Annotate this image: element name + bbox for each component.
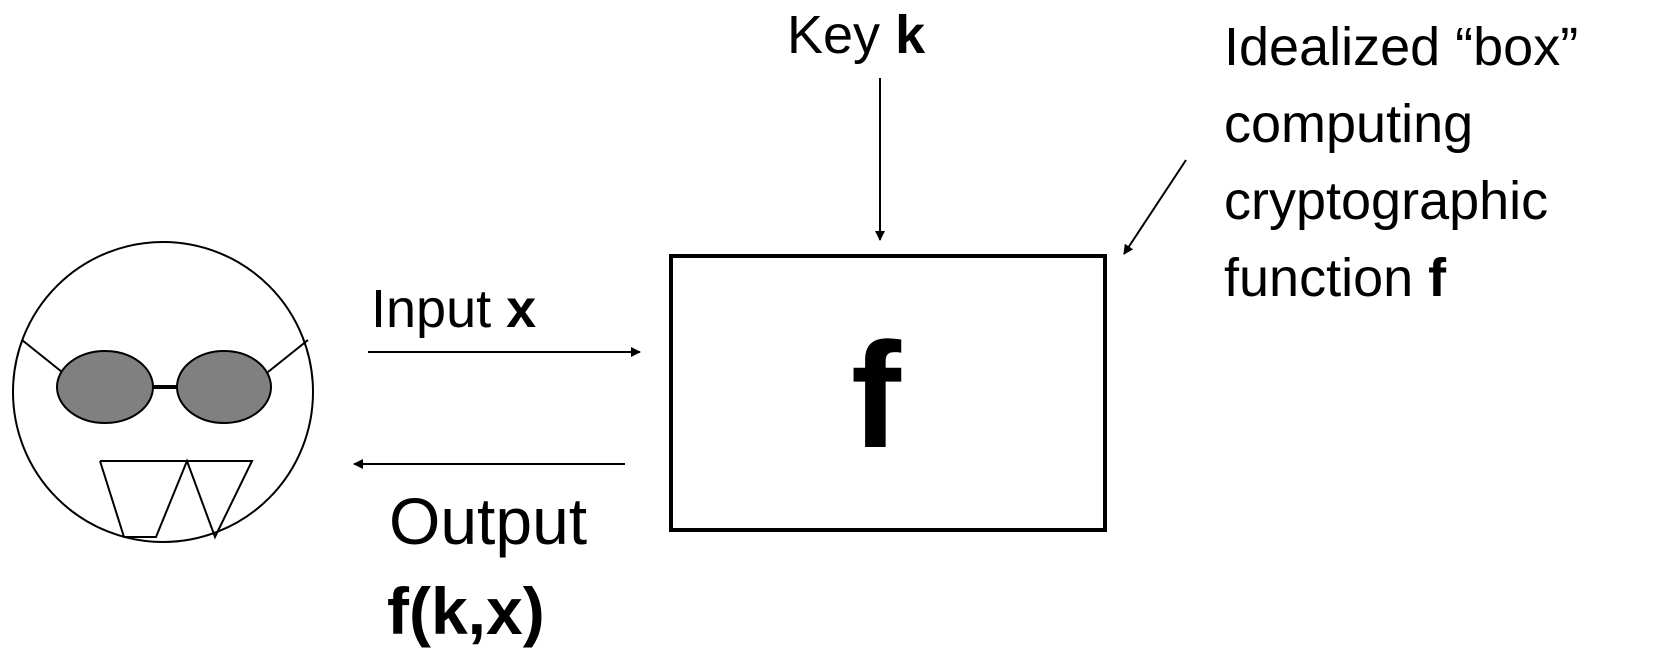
- caption-line-1: Idealized “box”: [1224, 20, 1578, 74]
- left-lens: [56, 350, 154, 424]
- caption-pointer-arrow: [1123, 159, 1187, 255]
- key-variable: k: [895, 5, 926, 65]
- input-label: Input x: [371, 282, 536, 336]
- key-label: Key k: [787, 8, 925, 62]
- glasses-left-arm: [21, 339, 63, 373]
- caption-line-2: computing: [1224, 97, 1473, 151]
- face-outline: [12, 241, 314, 543]
- function-box: [669, 254, 1107, 532]
- adversary-face-icon: [12, 241, 314, 543]
- glasses-right-arm: [267, 339, 309, 373]
- caption-line-3: cryptographic: [1224, 174, 1548, 228]
- output-label-line-2: f(k,x): [387, 574, 545, 648]
- caption-line-4-text: function: [1224, 248, 1429, 308]
- box-function-symbol: f: [851, 311, 901, 479]
- right-lens: [176, 350, 272, 424]
- caption-line-2-text: computing: [1224, 94, 1474, 154]
- caption-line-1-text: Idealized “box”: [1224, 17, 1579, 77]
- caption-line-4: function f: [1224, 251, 1446, 305]
- caption-function-variable: f: [1428, 248, 1447, 308]
- input-label-text: Input: [371, 279, 507, 339]
- fangs-mouth: [99, 458, 254, 540]
- output-label-line-1: Output: [389, 484, 588, 558]
- key-label-text: Key: [787, 5, 896, 65]
- input-variable: x: [506, 279, 537, 339]
- caption-line-3-text: cryptographic: [1224, 171, 1549, 231]
